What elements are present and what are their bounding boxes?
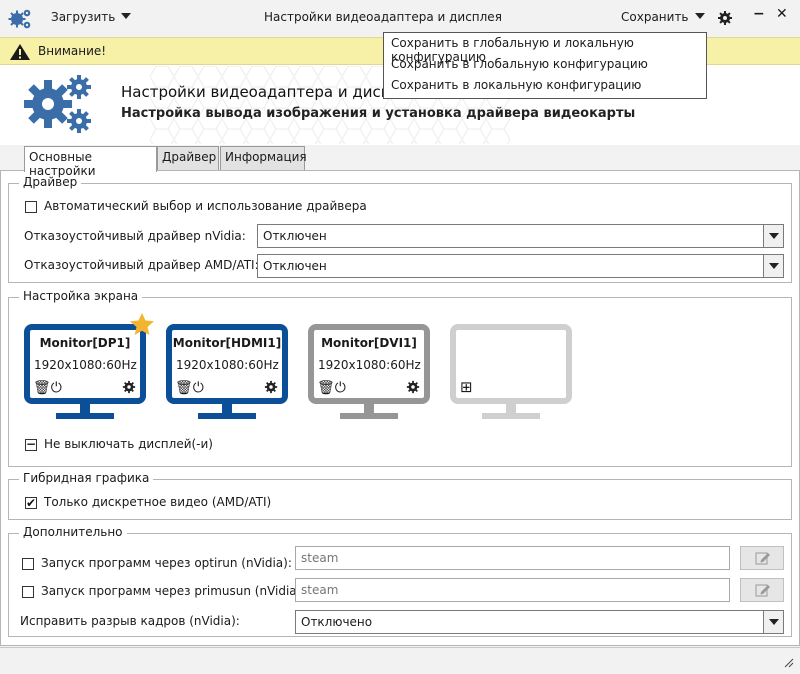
monitor-screen: Monitor[HDMI1] 1920x1080:60Hz 🗑⏻ <box>166 324 288 404</box>
chevron-down-icon[interactable] <box>763 611 783 633</box>
discrete-video-checkbox[interactable]: ✔ <box>25 496 37 510</box>
gear-icon[interactable] <box>122 380 136 394</box>
save-label: Сохранить <box>621 10 689 24</box>
nvidia-driver-select[interactable]: Отключен <box>257 224 784 248</box>
extra-group: Дополнительно <box>8 525 792 637</box>
tab-main-settings[interactable]: Основные настройки <box>24 146 157 178</box>
discrete-video-label: Только дискретное видео (AMD/ATI) <box>44 495 272 509</box>
chevron-down-icon <box>121 13 132 19</box>
primusun-input-wrapper <box>295 578 730 602</box>
keep-displays-on-label: Не выключать дисплей(-и) <box>44 437 213 451</box>
monitor-base <box>56 413 114 419</box>
monitor-resolution: 1920x1080:60Hz <box>318 358 421 372</box>
page-title: Настройки видеоадаптера и диспле <box>121 83 410 101</box>
tearing-fix-value: Отключено <box>301 615 373 629</box>
amd-driver-select[interactable]: Отключен <box>257 254 784 278</box>
driver-group: Драйвер <box>8 175 792 283</box>
trash-power-icons[interactable]: 🗑⏻ <box>175 380 204 396</box>
tearing-fix-label: Исправить разрыв кадров (nVidia): <box>20 614 240 628</box>
monitor-resolution: 1920x1080:60Hz <box>34 358 137 372</box>
gear-icon[interactable] <box>264 380 278 394</box>
pencil-icon <box>755 584 770 597</box>
chevron-down-icon <box>694 13 705 19</box>
chevron-down-icon[interactable] <box>763 255 783 277</box>
monitor-resolution: 1920x1080:60Hz <box>176 358 279 372</box>
menu-item-save-global[interactable]: Сохранить в глобальную конфигурацию <box>391 57 648 71</box>
primusun-label: Запуск программ через primusun (nVidia): <box>41 584 306 598</box>
screen-group: Настройка экрана <box>8 289 792 467</box>
save-dropdown-menu: Сохранить в глобальную и локальную конфи… <box>383 32 707 99</box>
monitor-empty-slot[interactable]: ⊞ <box>450 324 572 422</box>
load-menu-button[interactable]: Загрузить <box>51 10 132 24</box>
page-subtitle: Настройка вывода изображения и установка… <box>121 106 636 121</box>
monitor-screen: ⊞ <box>450 324 572 404</box>
auto-driver-label: Автоматический выбор и использование дра… <box>44 199 367 213</box>
hybrid-group-title: Гибридная графика <box>19 471 154 485</box>
star-icon <box>130 313 154 335</box>
monitor-screen: Monitor[DVI1] 1920x1080:60Hz 🗑⏻ <box>308 324 430 404</box>
monitor-name: Monitor[DVI1] <box>321 336 417 350</box>
monitor-base <box>198 413 256 419</box>
monitor-name: Monitor[HDMI1] <box>172 336 282 350</box>
trash-power-icons[interactable]: 🗑⏻ <box>317 380 346 396</box>
status-bar <box>0 647 800 674</box>
extra-group-title: Дополнительно <box>19 525 127 539</box>
menu-item-save-global-local[interactable]: Сохранить в глобальную и локальную конфи… <box>391 36 634 64</box>
nvidia-driver-label: Отказоустойчивый драйвер nVidia: <box>24 229 246 243</box>
monitor-hdmi1[interactable]: Monitor[HDMI1] 1920x1080:60Hz 🗑⏻ <box>166 324 288 422</box>
pencil-icon <box>755 552 770 565</box>
monitor-stand <box>80 404 90 414</box>
minimize-button[interactable]: − <box>753 6 765 22</box>
window-title: Настройки видеоадаптера и дисплея <box>264 10 502 24</box>
primusun-edit-button[interactable] <box>740 578 784 602</box>
load-label: Загрузить <box>51 10 116 24</box>
gears-icon <box>24 75 91 133</box>
primusun-checkbox[interactable] <box>22 586 34 598</box>
monitor-stand <box>506 404 516 414</box>
warning-text: Внимание! <box>38 44 107 58</box>
keep-displays-on-checkbox[interactable]: − <box>25 437 37 451</box>
tab-driver[interactable]: Драйвер <box>157 146 219 170</box>
auto-driver-checkbox[interactable] <box>25 201 37 213</box>
tab-info[interactable]: Информация <box>220 146 307 170</box>
warning-triangle-icon <box>10 44 30 60</box>
monitor-base <box>482 413 540 419</box>
monitor-stand <box>222 404 232 414</box>
title-bar <box>0 0 800 36</box>
driver-group-title: Драйвер <box>19 175 82 189</box>
monitor-stand <box>364 404 374 414</box>
amd-driver-label: Отказоустойчивый драйвер AMD/ATI: <box>24 258 259 272</box>
optirun-input-wrapper <box>295 546 730 570</box>
monitor-base <box>340 413 398 419</box>
tearing-fix-select[interactable]: Отключено <box>295 610 784 634</box>
amd-driver-value: Отключен <box>263 259 327 273</box>
gear-icon[interactable] <box>406 380 420 394</box>
monitor-name: Monitor[DP1] <box>39 336 131 350</box>
save-menu-button[interactable]: Сохранить <box>621 10 705 24</box>
optirun-edit-button[interactable] <box>740 546 784 570</box>
optirun-input[interactable] <box>296 547 729 569</box>
gear-icon[interactable] <box>717 10 733 26</box>
optirun-checkbox[interactable] <box>22 558 34 570</box>
screen-group-title: Настройка экрана <box>19 289 143 303</box>
close-button[interactable]: ✕ <box>776 6 788 22</box>
monitor-screen: Monitor[DP1] 1920x1080:60Hz 🗑⏻ <box>24 324 146 404</box>
add-monitor-icon[interactable]: ⊞ <box>460 378 473 396</box>
gears-icon[interactable] <box>8 8 32 30</box>
optirun-label: Запуск программ через optirun (nVidia): <box>41 556 292 570</box>
hybrid-graphics-group: Гибридная графика <box>8 471 792 520</box>
menu-item-save-local[interactable]: Сохранить в локальную конфигурацию <box>391 78 642 92</box>
chevron-down-icon[interactable] <box>763 225 783 247</box>
monitor-dvi1[interactable]: Monitor[DVI1] 1920x1080:60Hz 🗑⏻ <box>308 324 430 422</box>
resize-grip-icon[interactable] <box>782 656 794 668</box>
monitor-dp1[interactable]: Monitor[DP1] 1920x1080:60Hz 🗑⏻ <box>24 324 146 422</box>
primusun-input[interactable] <box>296 579 729 601</box>
trash-power-icons[interactable]: 🗑⏻ <box>33 380 62 396</box>
nvidia-driver-value: Отключен <box>263 229 327 243</box>
